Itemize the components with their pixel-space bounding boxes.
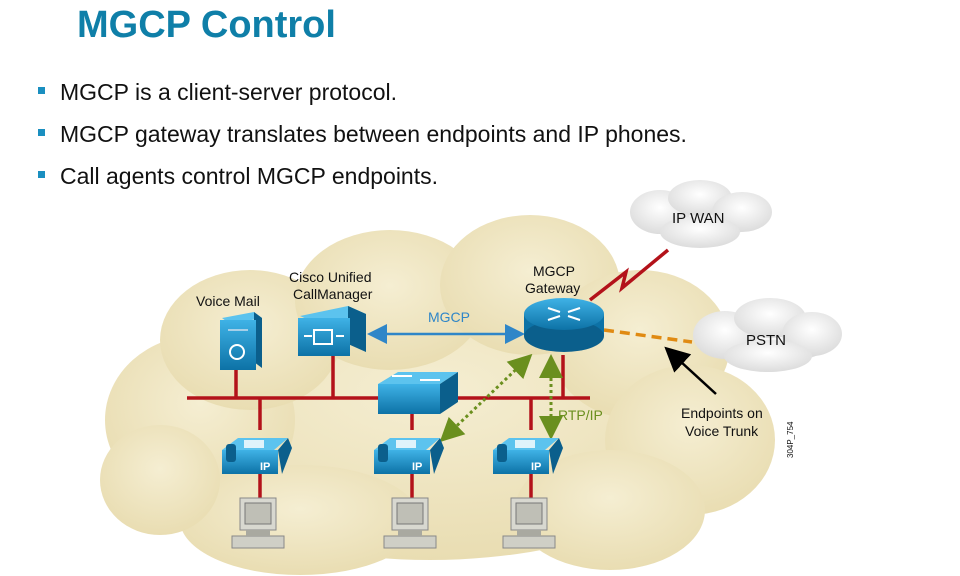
slide-title: MGCP Control [77,4,336,46]
endpoints-pointer-arrow [664,346,717,395]
pc-workstation-icon [231,497,285,549]
ip-phone-badge: IP [531,461,541,473]
rtp-label: RTP/IP [558,407,603,423]
lan-switch-icon [378,372,458,414]
pstn-label: PSTN [746,332,786,349]
bullet-list: MGCP is a client-server protocol. MGCP g… [36,72,687,198]
figure-code: 304P_754 [786,421,795,458]
callmanager-server-icon [298,306,366,356]
ip-phone-icon: IP [222,438,292,474]
pstn-cloud [693,298,842,372]
ip-phone-icon: IP [374,438,444,474]
ip-wan-cloud [630,180,772,248]
ip-phone-icon: IP [493,438,563,474]
endpoints-label: Voice Trunk [685,423,759,439]
mgcp-gateway-label: Gateway [525,280,580,296]
voice-mail-label: Voice Mail [196,293,260,309]
bullet-square-icon [38,129,45,136]
bullet-item: MGCP is a client-server protocol. [36,72,687,114]
endpoints-label: Endpoints on [681,405,763,421]
pc-workstation-icon [502,497,556,549]
voice-mail-server-icon [220,312,262,370]
ip-phone-badge: IP [412,461,422,473]
wan-serial-link [588,248,670,302]
bullet-square-icon [38,171,45,178]
bullet-item: Call agents control MGCP endpoints. [36,156,687,198]
mgcp-gateway-router-icon [524,298,604,352]
bullet-item: MGCP gateway translates between endpoint… [36,114,687,156]
ip-phone-badge: IP [260,461,270,473]
rtp-stream-arrow [439,353,533,443]
callmanager-label: Cisco Unified [289,269,371,285]
pc-workstation-icon [383,497,437,549]
bullet-square-icon [38,87,45,94]
ip-wan-label: IP WAN [672,210,725,227]
callmanager-label: CallManager [293,286,373,302]
mgcp-gateway-label: MGCP [533,263,575,279]
mgcp-link-label: MGCP [428,309,470,325]
